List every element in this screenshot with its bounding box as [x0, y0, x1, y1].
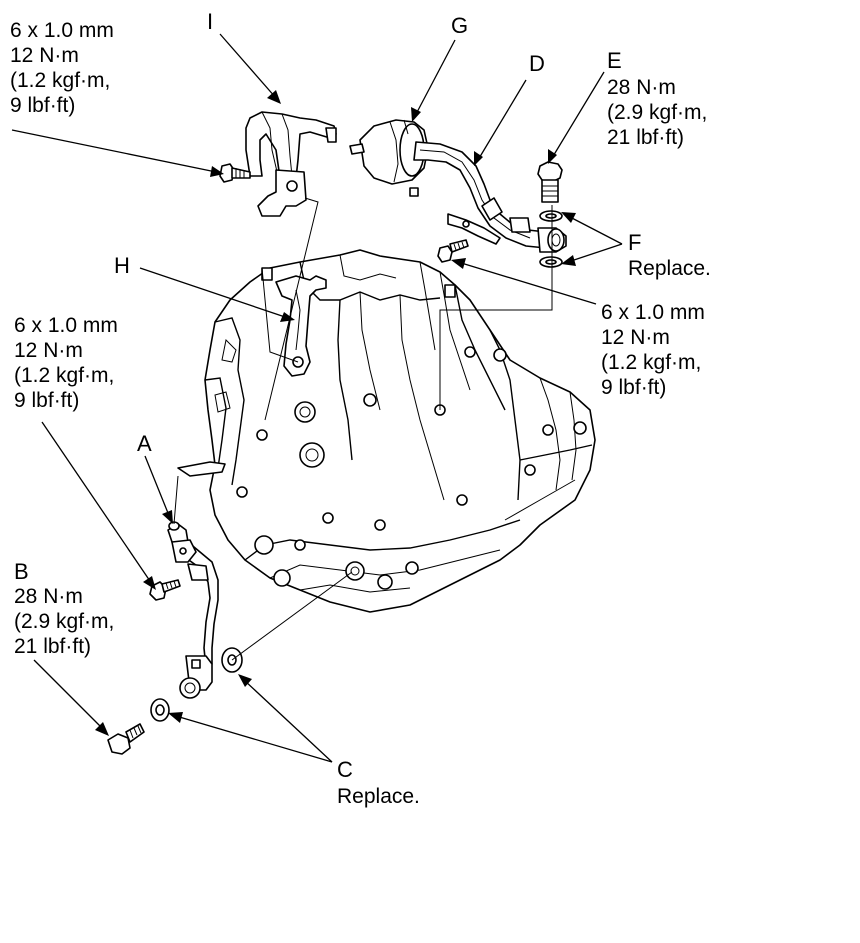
leader-lines [11, 33, 623, 763]
spec-c-note: Replace. [337, 785, 420, 808]
component-g-drawing [349, 119, 429, 197]
spec-line: 6 x 1.0 mm [601, 301, 705, 324]
bolt-a-drawing [149, 579, 181, 601]
spec-line: 6 x 1.0 mm [14, 314, 118, 337]
label-g: G [451, 13, 469, 38]
spec-line: 21 lbf·ft) [607, 126, 685, 149]
alignment-lines [173, 197, 553, 661]
bracket-i-drawing [245, 111, 337, 217]
spec-line: 9 lbf·ft) [10, 94, 76, 117]
bolt-i-drawing [219, 163, 251, 183]
spec-line: 12 N·m [601, 326, 670, 349]
hose-d-drawing [413, 141, 567, 253]
spec-line: (1.2 kgf·m, [10, 69, 111, 92]
spec-line: 9 lbf·ft) [14, 389, 80, 412]
pipe-a-drawing [167, 521, 219, 699]
label-d: D [529, 51, 545, 76]
transmission-case-drawing [177, 249, 596, 613]
spec-line: (2.9 kgf·m, [607, 101, 708, 124]
washer-f-drawing [539, 210, 563, 268]
label-a: A [137, 431, 152, 456]
spec-line: 12 N·m [14, 339, 83, 362]
spec-line: (1.2 kgf·m, [14, 364, 115, 387]
label-f: F [628, 230, 642, 255]
spec-line: 21 lbf·ft) [14, 635, 92, 658]
spec-line: (2.9 kgf·m, [14, 610, 115, 633]
label-c: C [337, 757, 353, 782]
bolt-b-drawing [107, 723, 145, 755]
spec-line: 28 N·m [607, 76, 676, 99]
bolt-e-drawing [537, 161, 563, 203]
spec-line: 12 N·m [10, 44, 79, 67]
spec-line: 28 N·m [14, 585, 83, 608]
label-i: I [207, 9, 214, 34]
spec-f-note: Replace. [628, 257, 711, 280]
bolt-hose-drawing [437, 239, 469, 263]
label-h: H [114, 253, 130, 278]
spec-line: (1.2 kgf·m, [601, 351, 702, 374]
spec-line: 9 lbf·ft) [601, 376, 667, 399]
label-e: E [607, 48, 622, 73]
label-b: B [14, 559, 29, 584]
spec-line: 6 x 1.0 mm [10, 19, 114, 42]
